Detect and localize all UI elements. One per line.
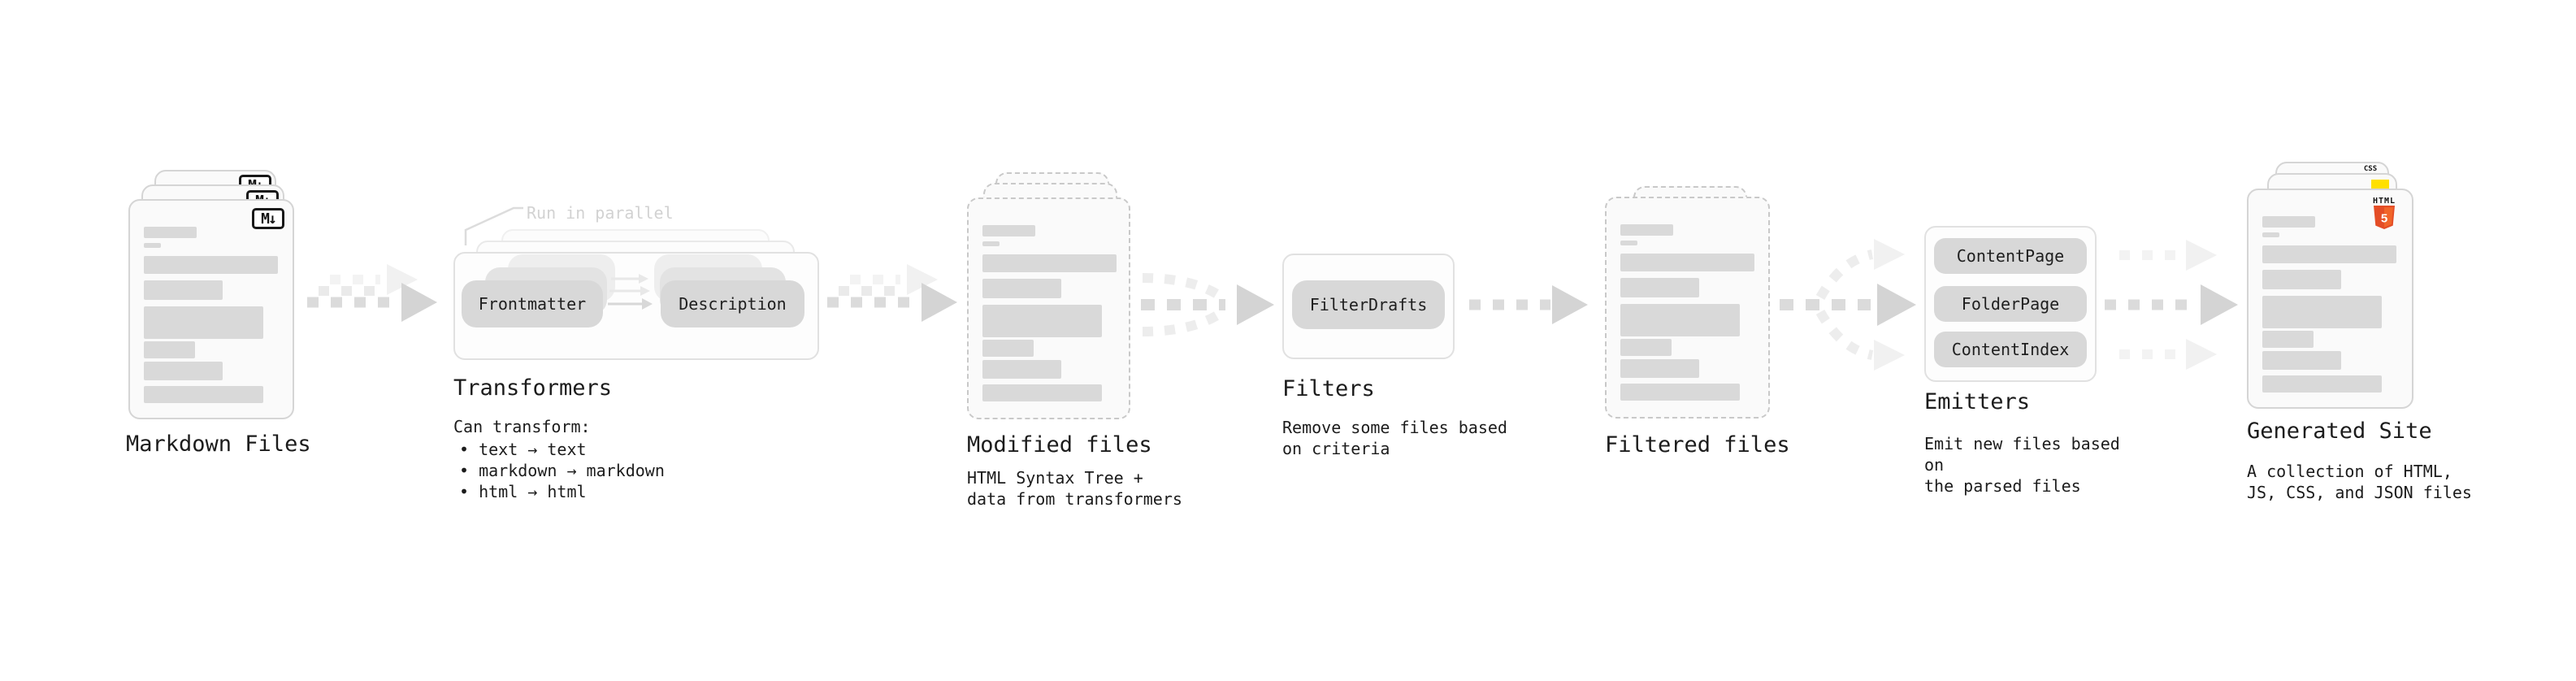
doc-line [1620, 304, 1740, 336]
node-transformers: Run in parallel Frontmatter Description … [439, 195, 861, 512]
run-in-parallel-annotation: Run in parallel [527, 203, 674, 223]
emitters-caption: Emit new files based on the parsed files [1924, 434, 2120, 496]
doc-line [2262, 245, 2396, 263]
filters-label: Filters [1282, 376, 1375, 401]
transformers-caption-title: Can transform: [453, 417, 591, 436]
file-page-front: M↓ [128, 199, 294, 419]
doc-line [982, 340, 1034, 357]
arrow-transformers-to-modified [827, 264, 957, 322]
transformer-inner-arrows [464, 206, 653, 310]
node-filters: FilterDrafts Filters Remove some files b… [1268, 244, 1511, 471]
node-filtered-files: Filtered files [1585, 158, 1812, 484]
transformer-frontmatter-chip: Frontmatter [462, 280, 603, 327]
js-file-icon [2371, 180, 2389, 189]
emitter-contentindex-chip: ContentIndex [1934, 332, 2087, 367]
doc-line [982, 360, 1061, 379]
doc-line [982, 225, 1035, 236]
transformers-bullet: • text → text [459, 440, 587, 459]
doc-line [982, 305, 1102, 337]
doc-line [144, 227, 197, 238]
transformers-bullet: • html → html [459, 482, 587, 501]
modified-files-label: Modified files [967, 432, 1152, 458]
filters-caption: Remove some files based on criteria [1282, 418, 1507, 458]
emitters-label: Emitters [1924, 389, 2031, 414]
generated-site-caption: A collection of HTML, JS, CSS, and JSON … [2247, 462, 2472, 502]
emitter-contentpage-chip: ContentPage [1934, 238, 2087, 274]
node-modified-files: Modified files HTML Syntax Tree + data f… [943, 158, 1203, 516]
doc-line [1620, 384, 1740, 401]
filter-filterdrafts-chip: FilterDrafts [1292, 280, 1445, 329]
doc-line [144, 280, 223, 300]
doc-line [144, 243, 161, 248]
doc-line [144, 306, 263, 339]
doc-line [2262, 351, 2341, 370]
doc-line [2262, 296, 2382, 328]
markdown-icon: M↓ [252, 208, 284, 229]
html5-icon: HTML 5 [2366, 197, 2402, 233]
doc-line [1620, 278, 1699, 297]
doc-line [2262, 375, 2382, 393]
doc-line [1620, 224, 1673, 236]
doc-line [144, 256, 278, 274]
arrow-emitters-to-generated [2105, 240, 2238, 370]
doc-line [144, 341, 195, 358]
doc-line [982, 254, 1117, 272]
doc-line [982, 384, 1102, 401]
emitter-folderpage-chip: FolderPage [1934, 286, 2087, 322]
transformers-bullet: • markdown → markdown [459, 461, 665, 480]
markdown-files-label: Markdown Files [126, 432, 311, 457]
doc-line [1620, 254, 1754, 271]
doc-line [2262, 270, 2341, 289]
transformer-description-chip: Description [661, 280, 804, 327]
filtered-files-label: Filtered files [1605, 432, 1790, 458]
generated-site-label: Generated Site [2247, 419, 2432, 444]
node-emitters: ContentPage FolderPage ContentIndex Emit… [1910, 195, 2145, 496]
file-page-front: HTML 5 [2247, 189, 2413, 409]
arrow-filters-to-filtered [1469, 285, 1588, 324]
arrow-merge-modified-to-filters [1141, 273, 1274, 336]
arrow-fanout-filtered-to-emitters [1780, 239, 1916, 371]
doc-line [144, 362, 223, 380]
file-page-front [967, 197, 1130, 419]
svg-text:5: 5 [2381, 212, 2387, 226]
node-generated-site: CSS HTML 5 Generated Site A collection o… [2227, 150, 2487, 516]
doc-line [1620, 359, 1699, 378]
doc-line [2262, 232, 2279, 237]
doc-line [982, 241, 1000, 246]
transformers-label: Transformers [453, 375, 613, 401]
modified-files-caption: HTML Syntax Tree + data from transformer… [967, 468, 1182, 509]
arrow-markdown-to-transformers [307, 264, 437, 322]
doc-line [144, 386, 263, 403]
doc-line [1620, 339, 1672, 356]
file-page-front [1605, 197, 1770, 419]
doc-line [1620, 241, 1637, 245]
node-markdown-files: M↓ M↓ M↓ Markdown Files [114, 158, 349, 484]
doc-line [982, 279, 1061, 298]
html5-shield: 5 [2374, 206, 2395, 229]
doc-line [2262, 216, 2315, 228]
doc-line [2262, 331, 2314, 348]
